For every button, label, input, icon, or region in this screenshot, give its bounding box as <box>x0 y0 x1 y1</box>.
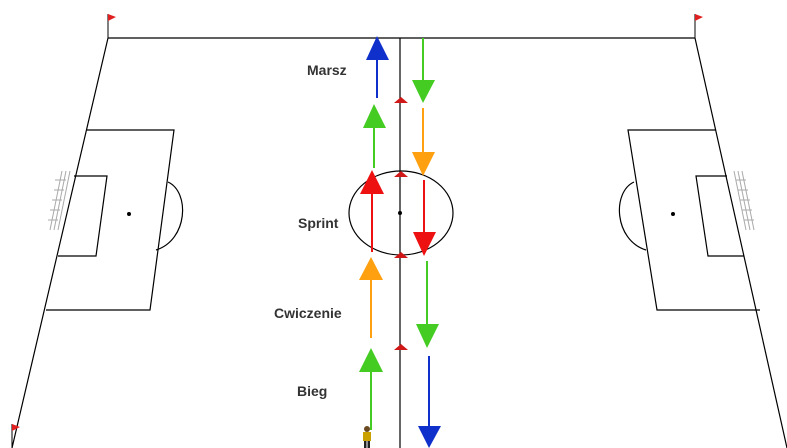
arrow-icon <box>359 257 383 338</box>
cone-icon <box>394 252 408 258</box>
corner-flag-icon <box>694 14 703 38</box>
cone-icon <box>394 171 408 177</box>
arrow-icon <box>359 348 383 430</box>
pitch-outline <box>11 37 787 448</box>
left-penalty-area <box>46 129 175 311</box>
arrow-icon <box>413 180 436 256</box>
right-goal-net-icon <box>733 170 755 231</box>
arrow-icon <box>360 170 384 252</box>
right-penalty-spot <box>671 212 675 216</box>
arrow-icon <box>366 36 389 98</box>
arrow-icon <box>418 356 441 448</box>
right-penalty-area <box>627 129 760 311</box>
corner-flag-icon <box>107 14 116 38</box>
arrow-icon <box>363 104 386 168</box>
label-marsz: Marsz <box>307 62 347 78</box>
left-penalty-arc <box>155 181 184 251</box>
label-sprint: Sprint <box>298 215 339 231</box>
arrow-icon <box>412 38 435 103</box>
corner-flag-icon <box>11 424 20 448</box>
label-bieg: Bieg <box>297 383 328 399</box>
center-spot <box>398 211 402 215</box>
player-icon <box>363 426 371 448</box>
cone-icon <box>394 344 408 350</box>
label-cwiczenie: Cwiczenie <box>274 305 342 321</box>
right-goal-area <box>695 175 744 257</box>
right-penalty-arc <box>618 181 647 251</box>
arrow-icon <box>416 261 439 348</box>
cone-icon <box>394 97 408 103</box>
left-goal-area <box>58 175 108 257</box>
arrow-icon <box>412 108 435 176</box>
left-goal-net-icon <box>48 170 71 231</box>
left-penalty-spot <box>127 212 131 216</box>
